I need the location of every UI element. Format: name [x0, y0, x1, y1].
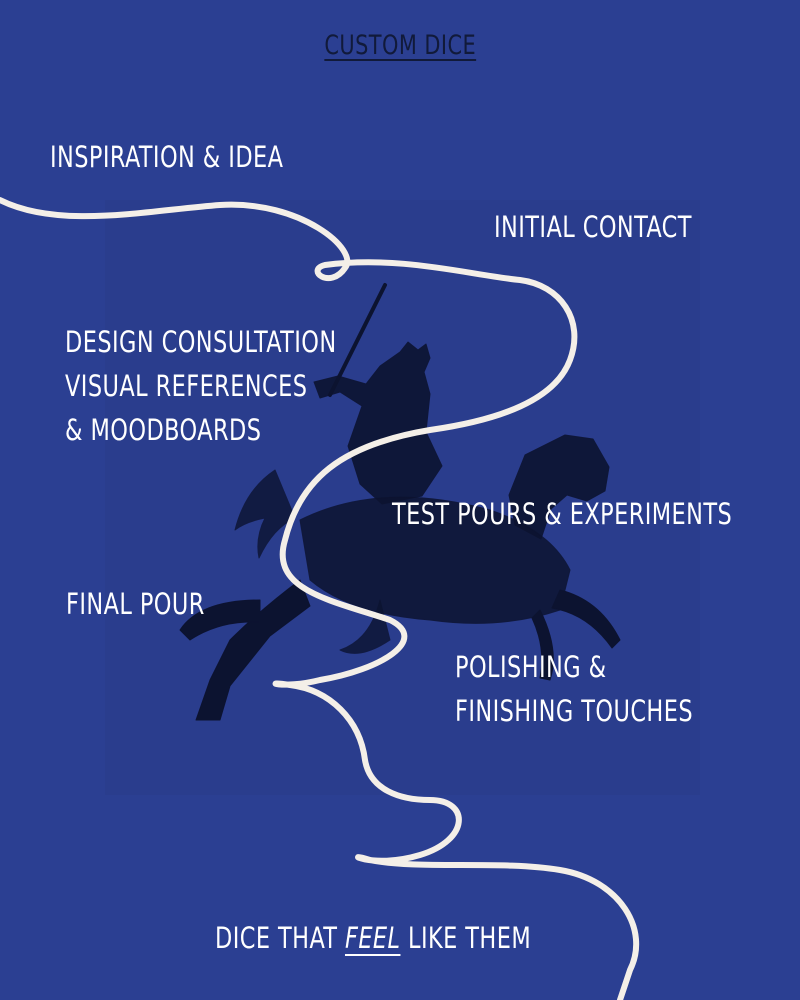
- closing-after: LIKE THEM: [400, 921, 532, 955]
- horse-tail: [234, 469, 296, 559]
- horse-front-leg: [551, 589, 621, 649]
- closing-before: DICE THAT: [215, 921, 345, 955]
- path-line: [0, 197, 640, 1000]
- horse-hind-leg-2: [179, 599, 261, 641]
- step-final-pour: FINAL POUR: [66, 587, 205, 621]
- step-design-consultation: DESIGN CONSULTATION VISUAL REFERENCES & …: [65, 320, 337, 452]
- polishing-line-1: POLISHING &: [455, 650, 607, 684]
- step-polishing: POLISHING & FINISHING TOUCHES: [455, 645, 693, 733]
- step-inspiration: INSPIRATION & IDEA: [50, 140, 284, 174]
- horse-front-leg-2: [531, 609, 554, 681]
- horse-hind-leg: [195, 579, 311, 721]
- page-title: CUSTOM DICE: [324, 30, 476, 61]
- polishing-line-2: FINISHING TOUCHES: [455, 694, 694, 728]
- closing-emphasis: FEEL: [344, 921, 401, 955]
- closing-statement: DICE THAT FEEL LIKE THEM: [215, 916, 531, 960]
- design-line-1: DESIGN CONSULTATION: [65, 325, 337, 359]
- design-line-2: VISUAL REFERENCES: [65, 369, 308, 403]
- design-line-3: & MOODBOARDS: [65, 413, 262, 447]
- step-initial-contact: INITIAL CONTACT: [494, 210, 692, 244]
- step-test-pours: TEST POURS & EXPERIMENTS: [392, 497, 733, 531]
